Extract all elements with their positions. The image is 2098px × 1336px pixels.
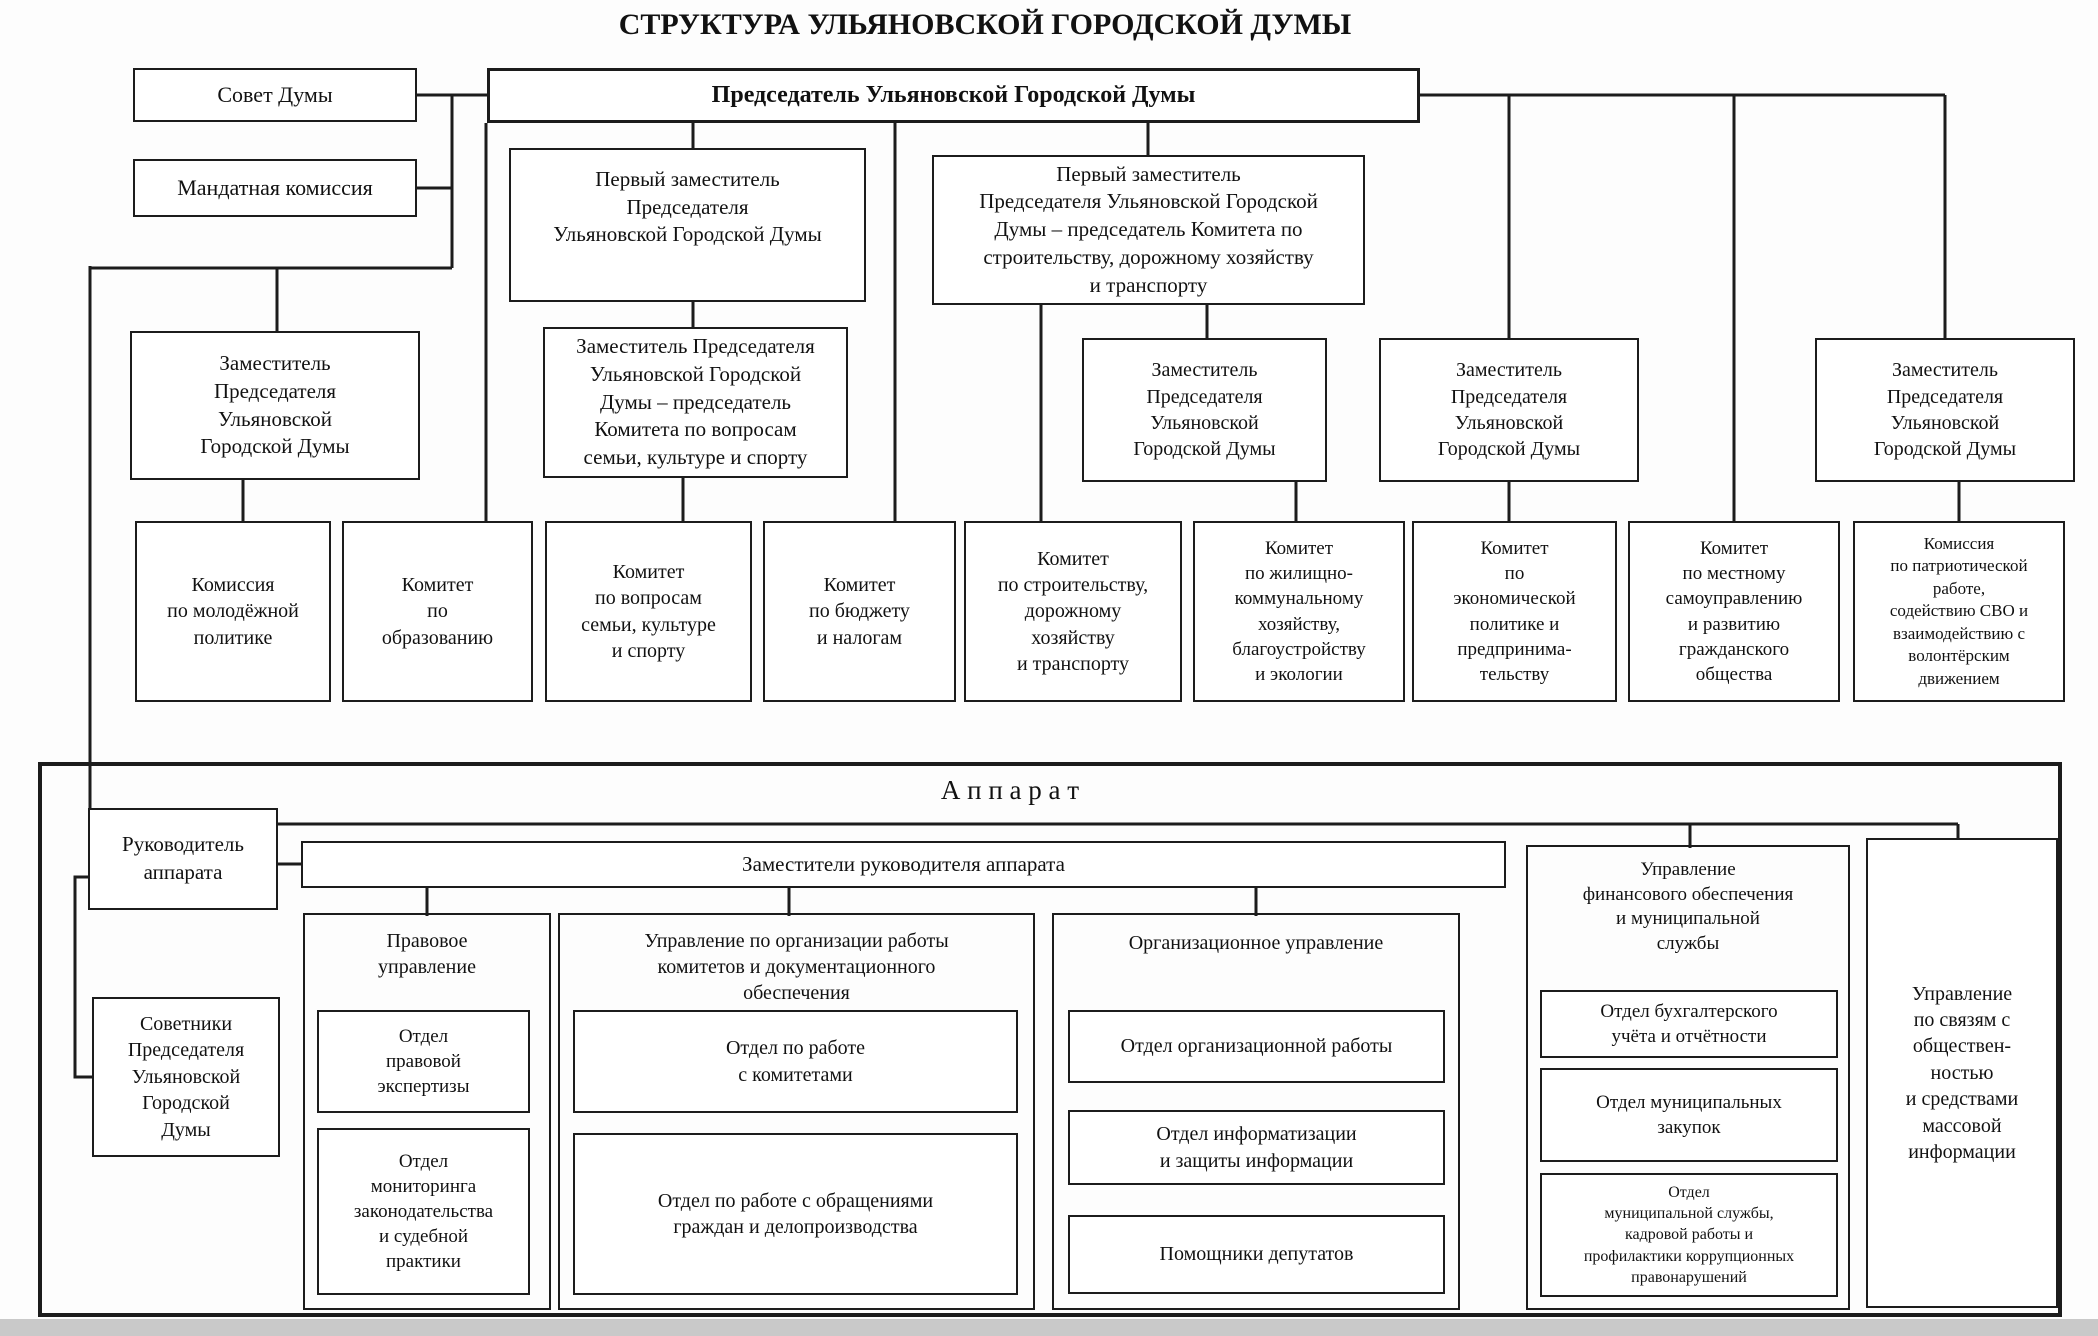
node-informatization-dept: Отдел информатизации и защиты информации	[1068, 1110, 1445, 1185]
apparat-frame	[38, 762, 2062, 1317]
node-municipal-service-dept: Отдел муниципальной службы, кадровой раб…	[1540, 1173, 1838, 1297]
group-legal-dept	[303, 913, 551, 1310]
node-deputy-chairman-left: Заместитель Председателя Ульяновской Гор…	[130, 331, 420, 480]
node-legislation-monitoring-dept: Отдел мониторинга законодательства и суд…	[317, 1128, 530, 1295]
node-org-work-dept: Отдел организационной работы	[1068, 1010, 1445, 1083]
node-procurement-dept: Отдел муниципальных закупок	[1540, 1068, 1838, 1162]
node-deputy-chairman-family: Заместитель Председателя Ульяновской Гор…	[543, 327, 848, 478]
node-committee-housing-ecology: Комитет по жилищно- коммунальному хозяйс…	[1193, 521, 1405, 702]
node-deputy-assistants-dept: Помощники депутатов	[1068, 1215, 1445, 1294]
node-committee-youth-policy: Комиссия по молодёжной политике	[135, 521, 331, 702]
node-accounting-dept: Отдел бухгалтерского учёта и отчётности	[1540, 990, 1838, 1058]
group-finance-dept	[1526, 845, 1850, 1310]
node-first-deputy: Первый заместитель Председателя Ульяновс…	[509, 148, 866, 302]
node-deputy-chairman-3: Заместитель Председателя Ульяновской Гор…	[1082, 338, 1327, 482]
node-committee-local-self-government: Комитет по местному самоуправлению и раз…	[1628, 521, 1840, 702]
node-apparat-deputies-bar: Заместители руководителя аппарата	[301, 841, 1506, 888]
node-committee-economic-policy: Комитет по экономической политике и пред…	[1412, 521, 1617, 702]
node-advisors: Советники Председателя Ульяновской Город…	[92, 997, 280, 1157]
node-council: Совет Думы	[133, 68, 417, 122]
node-chairman: Председатель Ульяновской Городской Думы	[487, 68, 1420, 123]
apparat-title: А п п а р а т	[940, 775, 1080, 805]
node-mandate-commission: Мандатная комиссия	[133, 159, 417, 217]
node-committee-budget-taxes: Комитет по бюджету и налогам	[763, 521, 956, 702]
node-apparat-head: Руководитель аппарата	[88, 808, 278, 910]
node-citizens-appeals-dept: Отдел по работе с обращениями граждан и …	[573, 1133, 1018, 1295]
node-legal-expertise-dept: Отдел правовой экспертизы	[317, 1010, 530, 1113]
group-organizational-dept	[1052, 913, 1460, 1310]
committees-office-title: Управление по организации работы комитет…	[644, 930, 949, 1004]
page-title: СТРУКТУРА УЛЬЯНОВСКОЙ ГОРОДСКОЙ ДУМЫ	[618, 8, 1352, 41]
finance-dept-title: Управление финансового обеспечения и мун…	[1582, 859, 1794, 955]
legal-dept-title: Правовое управление	[378, 930, 476, 978]
node-deputy-chairman-5: Заместитель Председателя Ульяновской Гор…	[1815, 338, 2075, 482]
node-commission-patriotic-work: Комиссия по патриотической работе, содей…	[1853, 521, 2065, 702]
bottom-edge-bar	[0, 1319, 2098, 1336]
group-committees-office	[558, 913, 1035, 1310]
organizational-dept-title: Организационное управление	[1128, 932, 1384, 954]
node-deputy-chairman-4: Заместитель Председателя Ульяновской Гор…	[1379, 338, 1639, 482]
node-committee-family-culture-sport: Комитет по вопросам семьи, культуре и сп…	[545, 521, 752, 702]
node-first-deputy-construction: Первый заместитель Председателя Ульяновс…	[932, 155, 1365, 305]
node-committee-construction-transport: Комитет по строительству, дорожному хозя…	[964, 521, 1182, 702]
node-committee-work-dept: Отдел по работе с комитетами	[573, 1010, 1018, 1113]
node-media-relations-dept: Управление по связям с обществен- ностью…	[1866, 838, 2058, 1308]
node-committee-education: Комитет по образованию	[342, 521, 533, 702]
